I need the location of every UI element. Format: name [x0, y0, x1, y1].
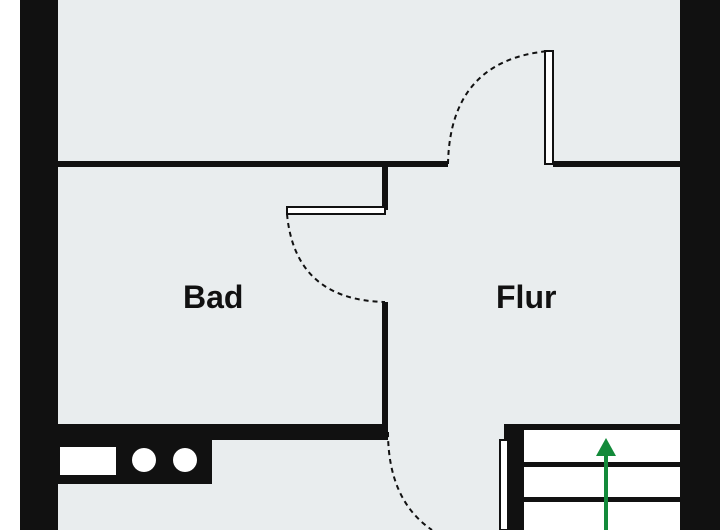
wall-bath-upper	[382, 167, 388, 210]
staircase	[499, 424, 680, 530]
door-lower-swing	[387, 431, 433, 530]
wall-top-right	[553, 161, 680, 167]
door-bath-swing	[286, 213, 386, 303]
door-bath	[286, 206, 386, 303]
installation-slot	[60, 447, 116, 475]
stair-tread	[524, 497, 680, 502]
wall-bath-bottom	[58, 424, 388, 440]
wall-bath-lower	[382, 302, 388, 430]
up-arrow-icon	[596, 438, 616, 530]
stair-header	[524, 424, 680, 430]
stair-tread	[524, 467, 680, 497]
door-top-swing	[447, 50, 550, 165]
stair-tread	[524, 462, 680, 467]
door-bath-panel	[286, 206, 386, 215]
door-top	[447, 50, 554, 165]
installation-pipe-1	[132, 448, 156, 472]
room-label-hall: Flur	[496, 279, 557, 315]
outer-wall-right	[680, 0, 720, 530]
outer-wall-left	[20, 0, 58, 530]
wall-top-left	[58, 161, 448, 167]
stair-rail	[499, 439, 509, 530]
stair-tread	[524, 502, 680, 530]
installation-pipe-2	[173, 448, 197, 472]
room-label-bath: Bad	[183, 279, 244, 315]
door-top-panel	[544, 50, 554, 165]
